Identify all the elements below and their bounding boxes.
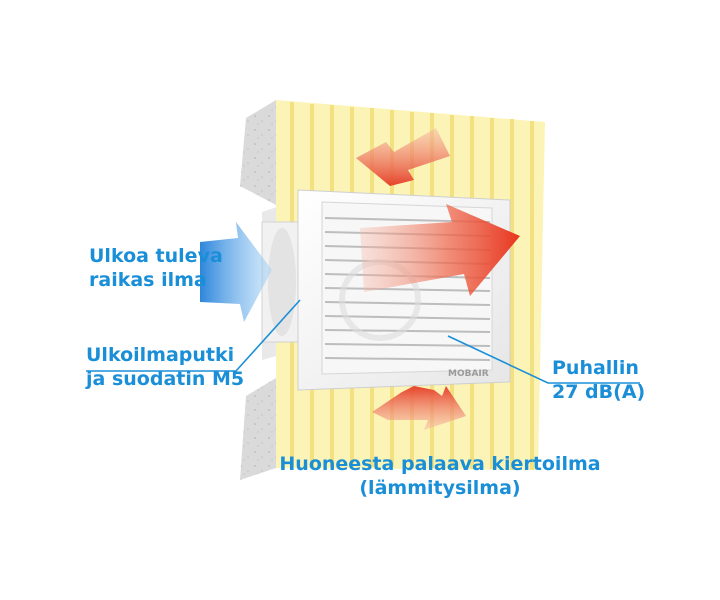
- intake-leader-line: [86, 299, 301, 372]
- fan-leader-line: [447, 335, 640, 384]
- intake-tube: [261, 221, 303, 343]
- warm-air-arrow-top: [356, 128, 450, 186]
- intake-label: Ulkoilmaputki ja suodatin M5: [86, 343, 244, 391]
- return-air-label-line1: Huoneesta palaava kiertoilma: [279, 453, 601, 475]
- warm-air-arrow-out: [360, 204, 520, 296]
- fan-label: Puhallin 27 dB(A): [552, 356, 645, 404]
- intake-label-line2: ja suodatin M5: [86, 368, 245, 390]
- return-air-label: Huoneesta palaava kiertoilma (lämmitysil…: [275, 452, 605, 500]
- fan-label-line1: Puhallin: [552, 357, 639, 379]
- leader-lines: [86, 299, 640, 384]
- fresh-air-arrow: [200, 222, 272, 322]
- fan-label-line2: 27 dB(A): [552, 381, 646, 403]
- fresh-air-label-line1: Ulkoa tuleva: [89, 245, 223, 267]
- fresh-air-label-line2: raikas ilma: [89, 269, 207, 291]
- intake-label-line1: Ulkoilmaputki: [86, 344, 235, 366]
- warm-air-arrow-bottom: [372, 386, 466, 430]
- fresh-air-label: Ulkoa tuleva raikas ilma: [89, 244, 223, 292]
- return-air-label-line2: (lämmitysilma): [359, 477, 521, 499]
- brand-logo: MOBAIR: [448, 369, 489, 379]
